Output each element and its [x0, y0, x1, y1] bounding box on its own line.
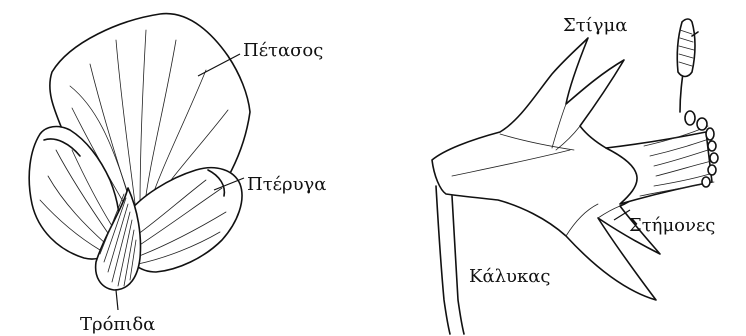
label-standard: Πέτασος — [243, 40, 323, 61]
label-keel: Τρόπιδα — [80, 314, 155, 335]
label-stigma: Στίγμα — [563, 15, 627, 36]
label-wing: Πτέρυγα — [247, 174, 326, 195]
label-calyx: Κάλυκας — [469, 266, 550, 287]
keel-leader-line — [116, 290, 118, 310]
calyx-body — [432, 38, 660, 300]
pea-flower-front-view — [29, 14, 250, 310]
label-stamens: Στήμονες — [629, 215, 715, 236]
stem-right-edge — [452, 196, 464, 334]
stem — [436, 186, 450, 334]
